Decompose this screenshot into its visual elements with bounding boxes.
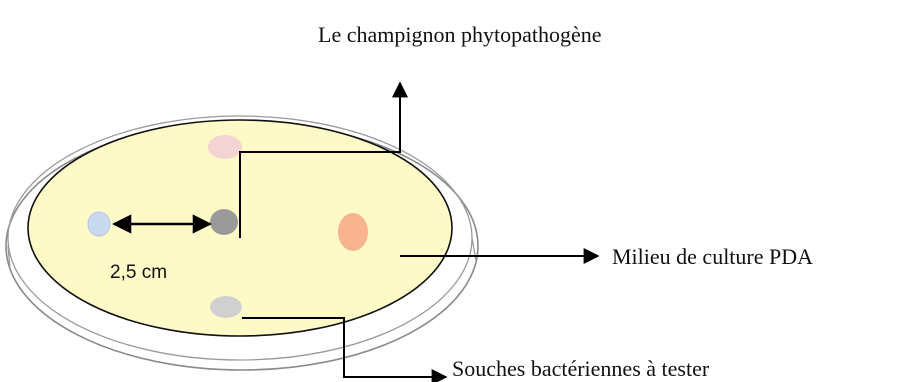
bacterial-strain-disc-bottom xyxy=(210,296,242,318)
bacterial-strain-disc-top xyxy=(208,135,242,159)
strains-label: Souches bactériennes à tester xyxy=(452,356,710,381)
bacterial-strain-disc-left xyxy=(88,212,110,236)
bacterial-strain-disc-right xyxy=(338,213,368,251)
medium-label: Milieu de culture PDA xyxy=(612,244,813,269)
fungus-disc xyxy=(210,209,238,235)
distance-label: 2,5 cm xyxy=(110,262,167,283)
fungus-label: Le champignon phytopathogène xyxy=(318,22,601,47)
